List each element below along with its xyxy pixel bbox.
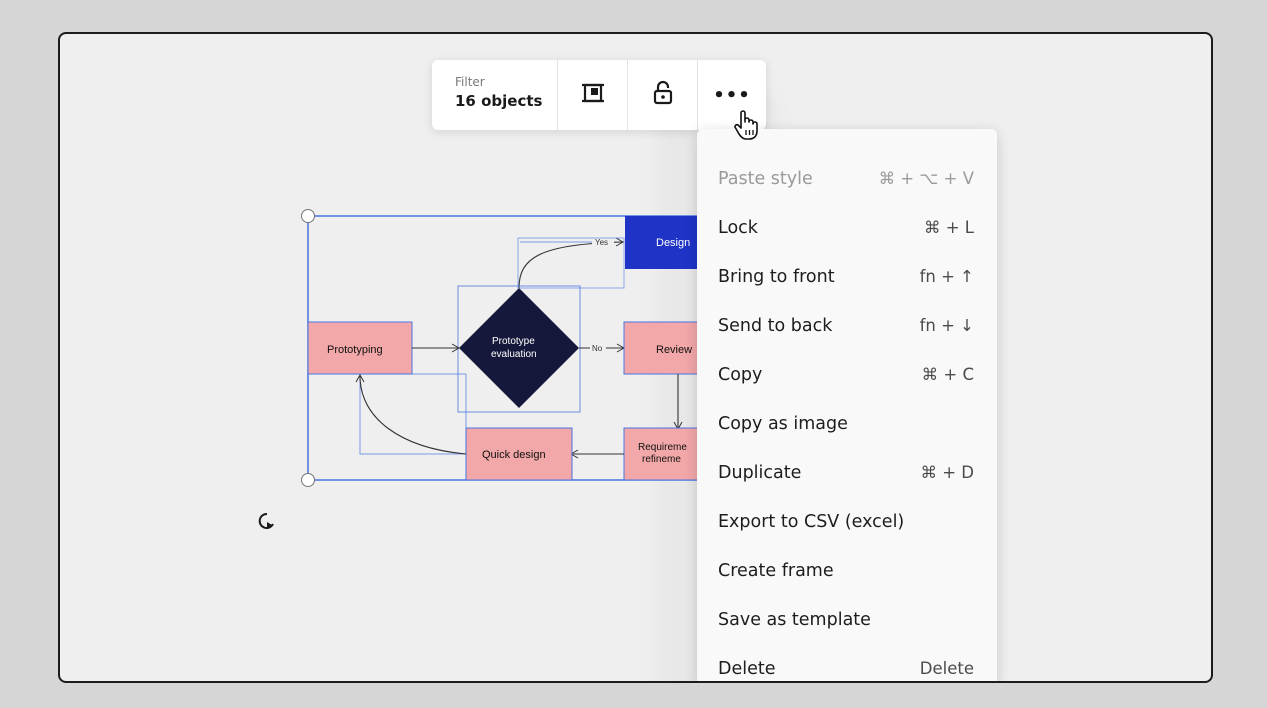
prototyping-label: Prototyping — [327, 344, 383, 356]
menu-item-label: Paste style — [718, 168, 813, 189]
menu-item-label: Copy as image — [718, 413, 848, 434]
requirements-node[interactable] — [623, 427, 705, 481]
rotate-icon[interactable] — [256, 510, 278, 536]
menu-item-label: Copy — [718, 364, 763, 385]
quick-design-node[interactable] — [465, 427, 573, 481]
requirements-label-line2: refineme — [642, 454, 681, 465]
menu-item-shortcut: fn + ↓ — [919, 316, 974, 335]
selection-toolbar: Filter 16 objects — [432, 60, 766, 130]
prototyping-node[interactable] — [307, 321, 413, 375]
no-label: No — [592, 344, 603, 353]
menu-item-shortcut: ⌘ + D — [920, 463, 974, 482]
review-label: Review — [656, 344, 692, 356]
menu-item-copy-as-image[interactable]: Copy as image — [697, 399, 997, 448]
menu-item-lock[interactable]: Lock ⌘ + L — [697, 203, 997, 252]
resize-handle-top-left[interactable] — [301, 209, 315, 223]
menu-item-shortcut: ⌘ + L — [923, 218, 974, 237]
loop-edge — [359, 375, 467, 455]
menu-item-shortcut: ⌘ + ⌥ + V — [878, 169, 974, 188]
menu-item-shortcut: fn + ↑ — [919, 267, 974, 286]
menu-item-copy[interactable]: Copy ⌘ + C — [697, 350, 997, 399]
menu-item-export-csv[interactable]: Export to CSV (excel) — [697, 497, 997, 546]
resize-handle-bottom-left[interactable] — [301, 473, 315, 487]
menu-item-label: Export to CSV (excel) — [718, 511, 905, 532]
yes-label: Yes — [595, 238, 608, 247]
canvas-board[interactable]: Design Yes Prototyping Prototype evaluat… — [58, 32, 1213, 683]
menu-item-label: Send to back — [718, 315, 833, 336]
more-icon: ••• — [713, 84, 751, 106]
menu-item-shortcut: Delete — [919, 659, 974, 678]
menu-item-label: Create frame — [718, 560, 834, 581]
more-button[interactable]: ••• — [698, 60, 766, 130]
filter-count: 16 objects — [455, 92, 543, 110]
menu-item-label: Delete — [718, 658, 776, 679]
evaluation-label-line1: Prototype — [492, 336, 535, 347]
evaluation-label-line2: evaluation — [491, 349, 537, 360]
quick-design-label: Quick design — [482, 449, 546, 461]
evaluation-node[interactable] — [459, 288, 579, 408]
menu-item-duplicate[interactable]: Duplicate ⌘ + D — [697, 448, 997, 497]
yes-edge — [518, 241, 623, 289]
menu-item-save-as-template[interactable]: Save as template — [697, 595, 997, 644]
menu-item-paste-style[interactable]: Paste style ⌘ + ⌥ + V — [697, 154, 997, 203]
requirements-label-line1: Requireme — [638, 442, 687, 453]
menu-item-delete[interactable]: Delete Delete — [697, 644, 997, 681]
menu-item-label: Lock — [718, 217, 758, 238]
unlock-icon — [651, 80, 675, 110]
review-node[interactable] — [623, 321, 705, 375]
frame-button[interactable] — [558, 60, 628, 130]
flowchart-group[interactable]: Design Yes Prototyping Prototype evaluat… — [300, 208, 705, 512]
lock-button[interactable] — [628, 60, 698, 130]
menu-item-label: Duplicate — [718, 462, 802, 483]
filter-button[interactable]: Filter 16 objects — [432, 60, 558, 130]
menu-item-label: Bring to front — [718, 266, 835, 287]
menu-item-create-frame[interactable]: Create frame — [697, 546, 997, 595]
context-menu: Paste style ⌘ + ⌥ + V Lock ⌘ + L Bring t… — [697, 129, 997, 681]
menu-item-send-to-back[interactable]: Send to back fn + ↓ — [697, 301, 997, 350]
design-label: Design — [656, 237, 690, 249]
menu-item-label: Save as template — [718, 609, 871, 630]
menu-item-shortcut: ⌘ + C — [921, 365, 974, 384]
design-node[interactable] — [625, 216, 705, 269]
filter-label: Filter — [455, 75, 485, 89]
frame-icon — [580, 80, 606, 110]
flowchart-svg: Design Yes Prototyping Prototype evaluat… — [307, 215, 705, 481]
menu-item-bring-to-front[interactable]: Bring to front fn + ↑ — [697, 252, 997, 301]
hand-cursor-icon — [733, 109, 761, 145]
